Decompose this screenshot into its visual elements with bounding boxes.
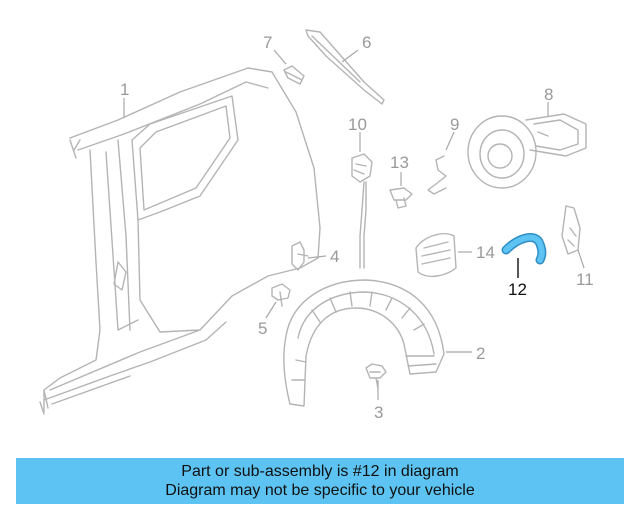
banner-line-2: Diagram may not be specific to your vehi…: [165, 482, 475, 499]
callout-12: 12: [508, 280, 527, 299]
callout-10: 10: [348, 115, 367, 134]
part-10-actuator[interactable]: [351, 153, 373, 269]
callout-4: 4: [330, 247, 339, 266]
part-11-bracket[interactable]: [561, 205, 581, 255]
part-7-pad[interactable]: [283, 65, 305, 85]
callout-2: 2: [476, 344, 485, 363]
part-5-screw[interactable]: [271, 283, 291, 307]
callout-13: 13: [390, 153, 409, 172]
banner-line-1: Part or sub-assembly is #12 in diagram: [181, 463, 459, 480]
callout-8: 8: [544, 85, 553, 104]
callout-5: 5: [258, 319, 267, 338]
part-2-wheel-liner[interactable]: [283, 279, 445, 407]
part-14-vent[interactable]: [415, 232, 457, 278]
callout-7: 7: [263, 33, 272, 52]
part-13-plug[interactable]: [389, 187, 413, 209]
callout-3: 3: [374, 403, 383, 422]
leader-lines: [123, 49, 585, 400]
callout-14: 14: [476, 243, 495, 262]
part-1-quarter-panel[interactable]: [39, 67, 321, 415]
part-12-hose-fill: [503, 234, 545, 263]
part-9-spring[interactable]: [427, 155, 447, 195]
part-3-clip[interactable]: [365, 363, 387, 389]
callout-6: 6: [362, 33, 371, 52]
callout-1: 1: [120, 80, 129, 99]
part-6-strip[interactable]: [305, 29, 385, 105]
info-banner: Part or sub-assembly is #12 in diagram D…: [16, 458, 624, 504]
callout-9: 9: [450, 115, 459, 134]
callout-11: 11: [576, 270, 594, 289]
part-8-fuel-door[interactable]: [467, 113, 587, 189]
part-4-retainer[interactable]: [291, 241, 309, 271]
